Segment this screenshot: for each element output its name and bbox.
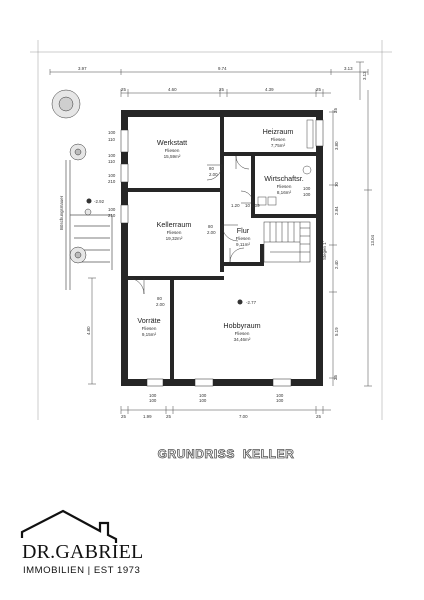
logo-house-icon (20, 509, 118, 543)
dim-bottom-1: 1.99 (143, 414, 152, 419)
dim-top-2: 3.13 (344, 66, 353, 71)
dim-bottom-3: 7.00 (239, 414, 248, 419)
dim-top-0: 3.97 (78, 66, 87, 71)
dim-opening-16: 100 (199, 393, 207, 398)
dim-right-inner-3: 2.84 (334, 206, 339, 215)
room-flur-floor: Fliesen (236, 236, 251, 241)
room-heizraum-area: 7,75m² (271, 143, 286, 148)
staircase (263, 221, 311, 263)
dim-opening-17: 100 (199, 398, 207, 403)
dim-opening-21: 10 (245, 203, 250, 208)
dim-opening-20: 1.20 (231, 203, 240, 208)
room-kellerraum-name: Kellerraum (157, 220, 192, 229)
dim-opening-4: 100 (108, 173, 116, 178)
dim-right-0: 3.13 (362, 71, 367, 80)
room-werkstatt-floor: Fliesen (165, 148, 180, 153)
room-vorraete-floor: Fliesen (142, 326, 157, 331)
room-hobbyraum-floor: Fliesen (235, 331, 250, 336)
room-werkstatt-name: Werkstatt (157, 138, 187, 147)
dim-opening-7: 210 (108, 213, 116, 218)
dim-opening-13: 2.00 (156, 302, 165, 307)
dim-right-inner-4: 2.40 (334, 260, 339, 269)
room-wirtschaft-area: 8,16m² (277, 190, 292, 195)
dim-opening-22: 1.09 (251, 203, 260, 208)
room-flur-area: 9,11m² (236, 242, 250, 247)
room-heizraum-floor: Fliesen (271, 137, 286, 142)
level-marker-0: -2.92 (94, 199, 105, 204)
dim-right-inner-2: 10 (334, 182, 339, 187)
dimension-lines-right (329, 61, 372, 387)
retaining-wall (65, 160, 113, 290)
dim-opening-6: 100 (108, 207, 116, 212)
room-hobbyraum-name: Hobbyraum (223, 321, 260, 330)
fixtures (257, 119, 314, 206)
dim-opening-11: 2.00 (207, 230, 216, 235)
logo-tagline: IMMOBILIEN | EST 1973 (23, 565, 141, 576)
dimension-lines-left (88, 277, 96, 385)
dim-top-inner-3: 4.39 (265, 87, 274, 92)
dim-right-inner-6: 25 (333, 375, 338, 380)
room-labels: Werkstatt Fliesen 15,59m² Heizraum Flies… (137, 127, 303, 342)
logo-name: DR.GABRIEL (22, 541, 144, 563)
dim-right-inner-5: 5.19 (334, 327, 339, 336)
dim-top-1: 9.74 (218, 66, 227, 71)
room-kellerraum-area: 19,32m² (166, 236, 183, 241)
room-heizraum-name: Heizraum (263, 127, 294, 136)
dim-bottom-0: 25 (121, 414, 126, 419)
dim-left-0: 4.80 (86, 326, 91, 335)
walls (121, 110, 323, 386)
frame-lines (30, 40, 392, 420)
room-kellerraum-floor: Fliesen (167, 230, 182, 235)
dim-top-inner-2: 25 (219, 87, 224, 92)
plan-title: GRUNDRISS KELLER (158, 447, 295, 461)
door-swings (127, 155, 254, 295)
room-hobbyraum-area: 34,46m² (234, 337, 251, 342)
dim-right-1: 13.04 (370, 234, 375, 246)
dim-opening-5: 210 (108, 179, 116, 184)
dim-opening-24: 100 (303, 192, 311, 197)
dim-opening-23: 100 (303, 186, 311, 191)
dim-opening-14: 100 (149, 393, 157, 398)
level-marker-1: -2.77 (246, 300, 257, 305)
dimension-lines-bottom (120, 406, 331, 414)
dim-opening-15: 100 (149, 398, 157, 403)
window-openings (120, 119, 324, 387)
dim-opening-8: 80 (209, 166, 214, 171)
dim-top-inner-4: 25 (316, 87, 321, 92)
room-wirtschaft-name: Wirtschaftsr. (264, 174, 304, 183)
dim-opening-9: 2.00 (209, 172, 218, 177)
dim-opening-1: 110 (108, 137, 116, 142)
dimension-labels: 3.97 9.74 3.13 25 4.60 25 4.39 25 25 1.9… (59, 66, 375, 419)
dim-opening-10: 80 (208, 224, 213, 229)
dim-opening-0: 100 (108, 130, 116, 135)
dim-opening-12: 80 (157, 296, 162, 301)
room-werkstatt-area: 15,59m² (164, 154, 181, 159)
dim-opening-3: 110 (108, 159, 116, 164)
shrub-icons (51, 89, 92, 264)
dim-opening-19: 100 (276, 398, 284, 403)
room-wirtschaft-floor: Fliesen (277, 184, 292, 189)
dim-opening-2: 100 (108, 153, 116, 158)
label-retaining-wall: Böschungsmauer (59, 195, 64, 230)
dim-top-inner-0: 25 (121, 87, 126, 92)
dim-bottom-2: 25 (166, 414, 171, 419)
dim-opening-18: 100 (276, 393, 284, 398)
dim-right-inner-1: 3.80 (334, 141, 339, 150)
room-flur-name: Flur (237, 226, 250, 235)
dim-top-inner-1: 4.60 (168, 87, 177, 92)
dimension-lines-top (49, 69, 369, 97)
room-vorraete-area: 9,15m² (142, 332, 157, 337)
level-markers (86, 198, 243, 305)
dim-right-inner-0: 25 (333, 108, 338, 113)
room-vorraete-name: Vorräte (137, 316, 160, 325)
dim-bottom-4: 25 (316, 414, 321, 419)
label-stairs: Stegen 1° (322, 240, 327, 260)
